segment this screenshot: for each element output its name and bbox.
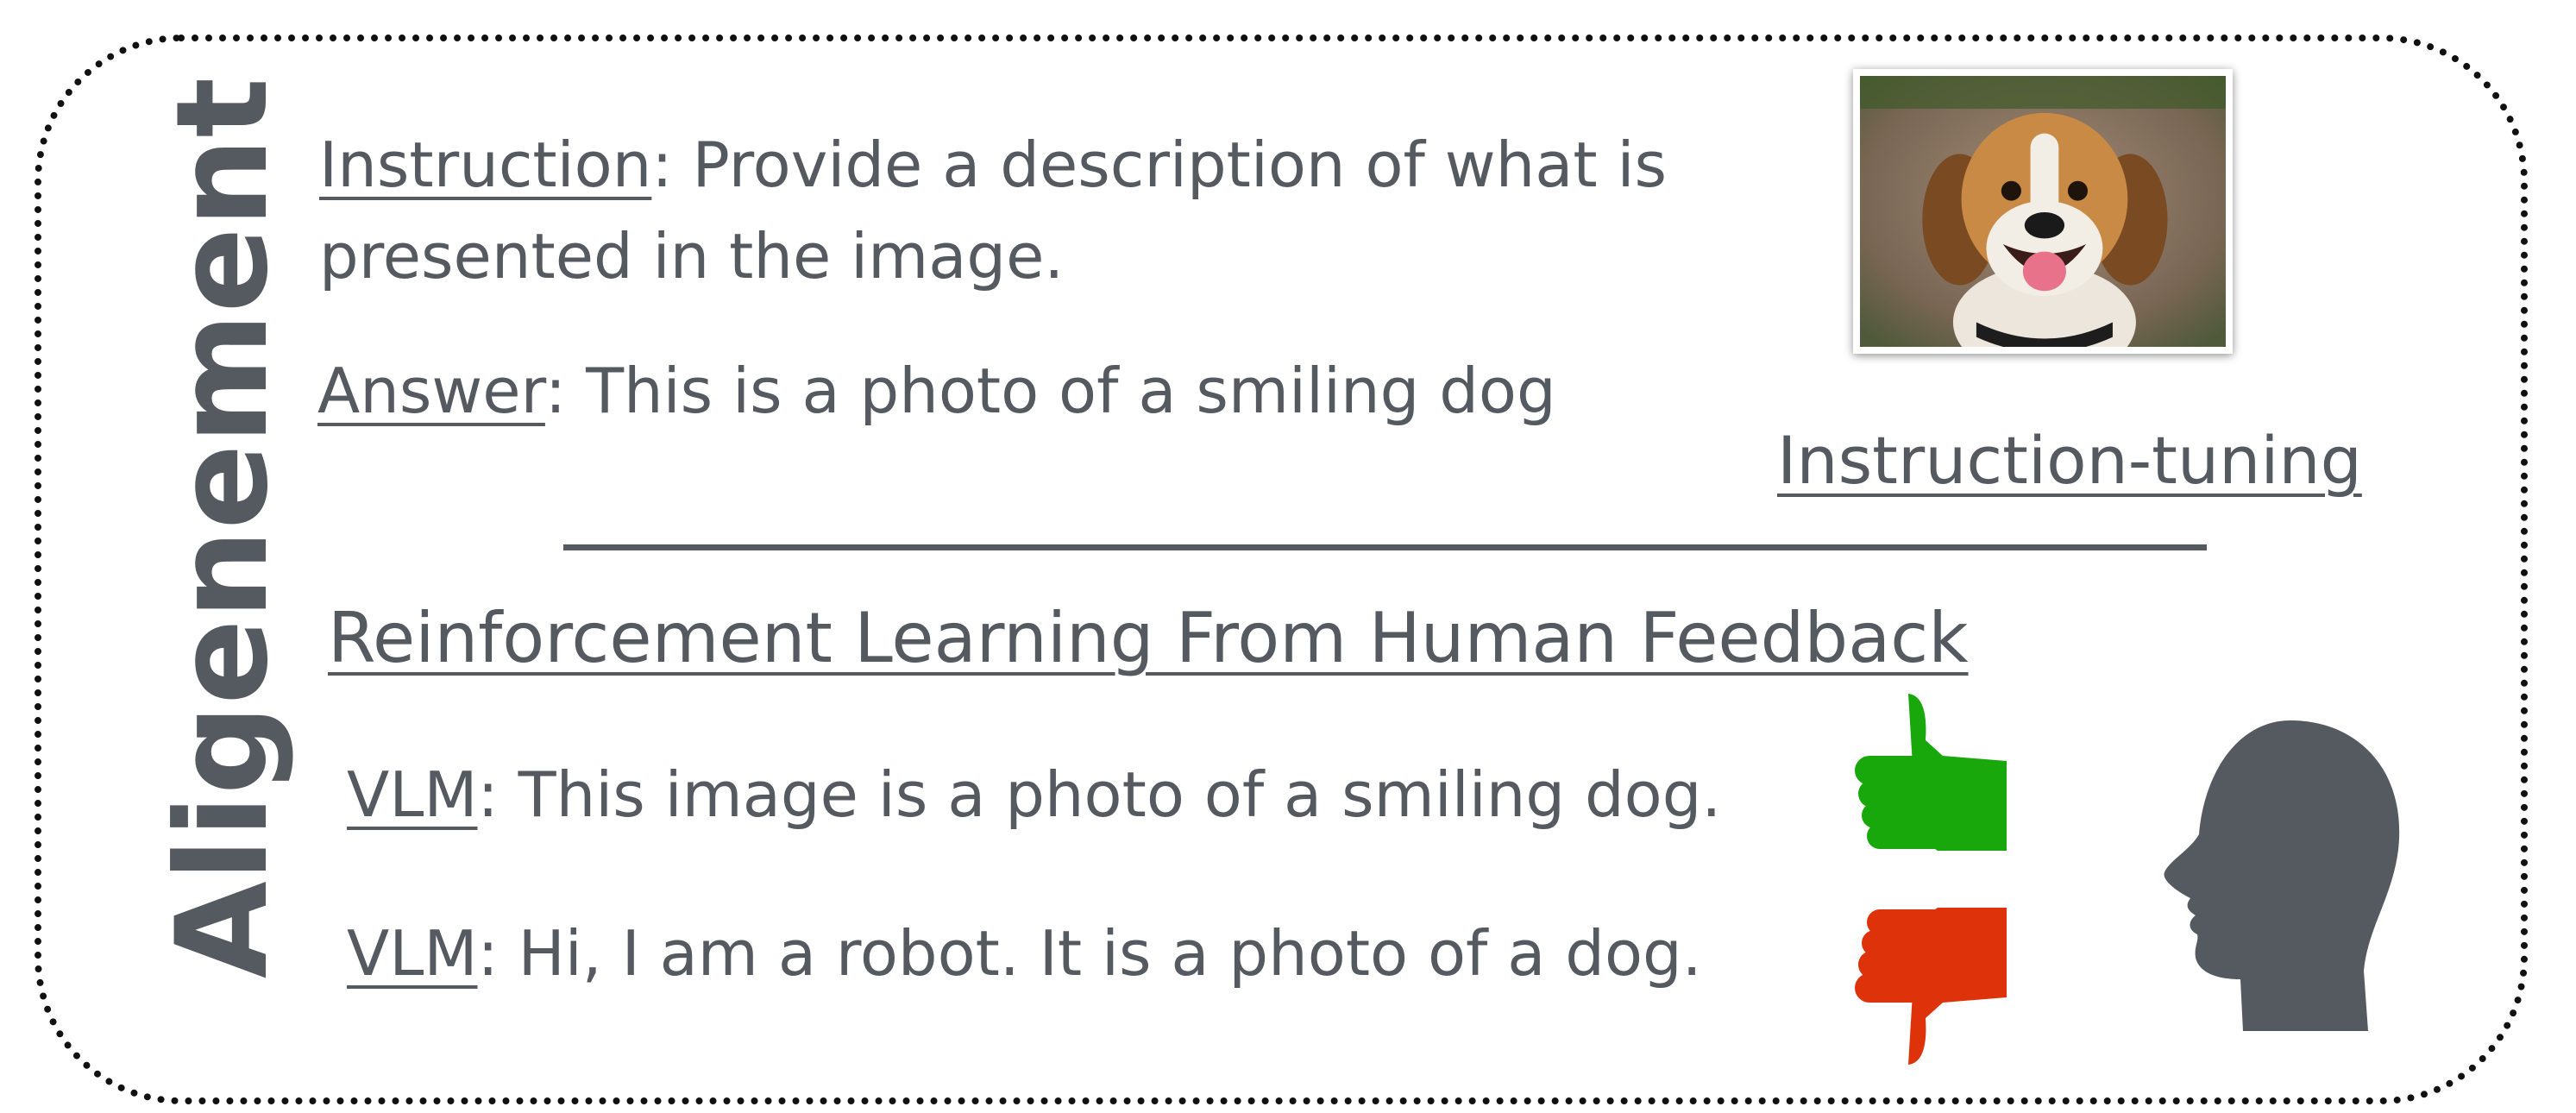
answer-line: Answer: This is a photo of a smiling dog (317, 355, 1556, 427)
alignment-title: Aligenement (149, 77, 296, 979)
instruction-text: : Provide a description of what is (651, 129, 1668, 201)
instruction-text-continued: presented in the image. (319, 220, 1065, 292)
instruction-tuning-heading: Instruction-tuning (1777, 423, 2362, 498)
human-head-icon (2161, 720, 2403, 1031)
thumbs-up-icon (1855, 690, 2007, 851)
vlm-response-bad: VLM: Hi, I am a robot. It is a photo of … (347, 918, 1702, 990)
instruction-tuning-heading-text: Instruction-tuning (1777, 422, 2362, 499)
thumbs-down-icon (1855, 908, 2007, 1068)
vlm-response-text: : This image is a photo of a smiling dog… (477, 758, 1722, 831)
rlhf-heading-text: Reinforcement Learning From Human Feedba… (328, 598, 1969, 678)
instruction-label: Instruction (319, 129, 652, 201)
rlhf-heading: Reinforcement Learning From Human Feedba… (328, 599, 1969, 678)
answer-text: : This is a photo of a smiling dog (544, 355, 1556, 427)
vlm-label: VLM (347, 758, 478, 831)
section-divider (563, 544, 2207, 550)
vlm-label: VLM (347, 917, 478, 990)
alignment-frame (35, 35, 2528, 1104)
instruction-line: Instruction: Provide a description of wh… (319, 129, 1667, 201)
vlm-response-text: : Hi, I am a robot. It is a photo of a d… (477, 917, 1702, 990)
vlm-response-good: VLM: This image is a photo of a smiling … (347, 759, 1721, 831)
dog-photo (1853, 69, 2233, 354)
answer-label: Answer (317, 355, 545, 427)
